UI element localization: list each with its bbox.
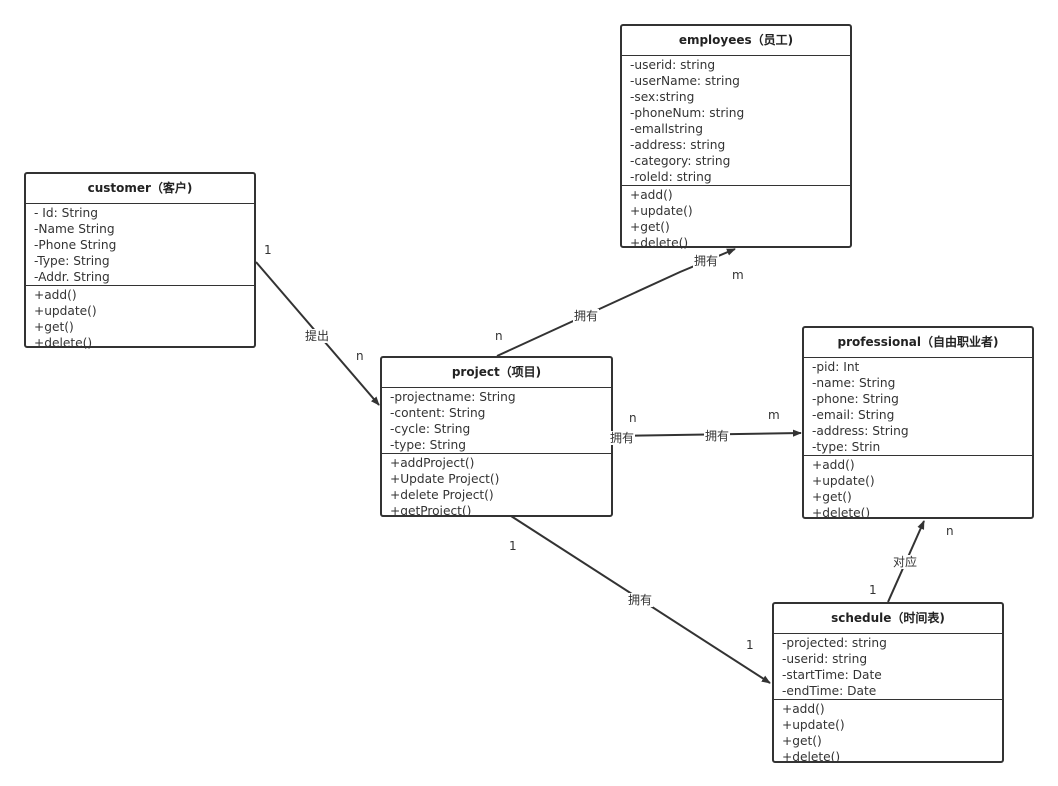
professional-attribute: -pid: Int — [812, 360, 860, 374]
schedule-attribute: -projected: string — [782, 636, 887, 650]
professional-operation: +update() — [812, 474, 875, 488]
project-schedule-target-multiplicity: 1 — [746, 638, 754, 652]
schedule-operations: +add() +update() +get() +delete() — [774, 699, 1002, 763]
customer-class[interactable]: customer（客户) - Id: String -Name String -… — [24, 172, 256, 349]
project-professional-label: 拥有 — [704, 429, 731, 443]
project-operation: +delete Project() — [390, 488, 494, 502]
schedule-operation: +delete() — [782, 750, 841, 763]
employees-attributes: -userid: string -userName: string -sex:s… — [622, 56, 850, 185]
project-class[interactable]: project（项目) -projectname: String -conten… — [380, 356, 613, 517]
employees-attribute: -userid: string — [630, 58, 716, 72]
employees-operations: +add() +update() +get() +delete() — [622, 185, 850, 249]
schedule-attribute: -startTime: Date — [782, 668, 882, 682]
professional-operation: +get() — [812, 490, 852, 504]
project-employees-end-label: 拥有 — [693, 254, 720, 268]
schedule-professional-target-multiplicity: n — [946, 524, 954, 538]
employees-attribute: -sex:string — [630, 90, 695, 104]
professional-attribute: -type: Strin — [812, 440, 881, 454]
employees-operation: +update() — [630, 204, 693, 218]
project-professional-source-multiplicity: n — [629, 411, 637, 425]
project-class-title: project（项目) — [382, 358, 611, 388]
professional-operation: +delete() — [812, 506, 871, 519]
project-professional-target-multiplicity: m — [768, 408, 780, 422]
professional-class[interactable]: professional（自由职业者) -pid: Int -name: Str… — [802, 326, 1034, 519]
schedule-operation: +get() — [782, 734, 822, 748]
project-employees-target-multiplicity: m — [732, 268, 744, 282]
schedule-operation: +update() — [782, 718, 845, 732]
project-operation: +addProject() — [390, 456, 475, 470]
project-attribute: -type: String — [390, 438, 466, 452]
employees-operation: +delete() — [630, 236, 689, 249]
schedule-attribute: -userid: string — [782, 652, 868, 666]
schedule-class[interactable]: schedule（时间表) -projected: string -userid… — [772, 602, 1004, 763]
customer-attribute: -Type: String — [34, 254, 110, 268]
employees-operation: +get() — [630, 220, 670, 234]
customer-project-source-multiplicity: 1 — [264, 243, 272, 257]
project-professional-start-label: 拥有 — [609, 431, 636, 445]
employees-class[interactable]: employees（员工) -userid: string -userName:… — [620, 24, 852, 249]
project-operations: +addProject() +Update Project() +delete … — [382, 453, 611, 517]
customer-class-title: customer（客户) — [26, 174, 254, 204]
customer-attribute: -Name String — [34, 222, 115, 236]
customer-operation: +delete() — [34, 336, 93, 349]
employees-attribute: -userName: string — [630, 74, 740, 88]
project-employees-label: 拥有 — [573, 309, 600, 323]
customer-attribute: -Phone String — [34, 238, 117, 252]
customer-project-target-multiplicity: n — [356, 349, 364, 363]
schedule-professional-label: 对应 — [892, 555, 919, 569]
schedule-operation: +add() — [782, 702, 825, 716]
project-attribute: -content: String — [390, 406, 486, 420]
customer-attribute: -Addr. String — [34, 270, 110, 284]
schedule-attribute: -endTime: Date — [782, 684, 877, 698]
project-attribute: -projectname: String — [390, 390, 516, 404]
employees-attribute: -address: string — [630, 138, 726, 152]
customer-operation: +update() — [34, 304, 97, 318]
project-schedule-source-multiplicity: 1 — [509, 539, 517, 553]
professional-operation: +add() — [812, 458, 855, 472]
professional-class-title: professional（自由职业者) — [804, 328, 1032, 358]
project-employees-source-multiplicity: n — [495, 329, 503, 343]
professional-attribute: -phone: String — [812, 392, 899, 406]
schedule-professional-source-multiplicity: 1 — [869, 583, 877, 597]
schedule-attributes: -projected: string -userid: string -star… — [774, 634, 1002, 699]
employees-class-title: employees（员工) — [622, 26, 850, 56]
project-attribute: -cycle: String — [390, 422, 471, 436]
project-operation: +Update Project() — [390, 472, 500, 486]
professional-attribute: -name: String — [812, 376, 896, 390]
customer-attribute: - Id: String — [34, 206, 98, 220]
customer-attributes: - Id: String -Name String -Phone String … — [26, 204, 254, 285]
project-schedule-label: 拥有 — [627, 593, 654, 607]
project-operation: +getProject() — [390, 504, 472, 517]
customer-operations: +add() +update() +get() +delete() — [26, 285, 254, 349]
employees-attribute: -emallstring — [630, 122, 703, 136]
employees-operation: +add() — [630, 188, 673, 202]
customer-operation: +add() — [34, 288, 77, 302]
professional-attribute: -email: String — [812, 408, 895, 422]
customer-project-label: 提出 — [304, 329, 331, 343]
employees-attribute: -category: string — [630, 154, 731, 168]
professional-attributes: -pid: Int -name: String -phone: String -… — [804, 358, 1032, 455]
employees-attribute: -roleld: string — [630, 170, 712, 184]
professional-operations: +add() +update() +get() +delete() — [804, 455, 1032, 519]
customer-operation: +get() — [34, 320, 74, 334]
employees-attribute: -phoneNum: string — [630, 106, 745, 120]
professional-attribute: -address: String — [812, 424, 909, 438]
schedule-class-title: schedule（时间表) — [774, 604, 1002, 634]
project-attributes: -projectname: String -content: String -c… — [382, 388, 611, 453]
